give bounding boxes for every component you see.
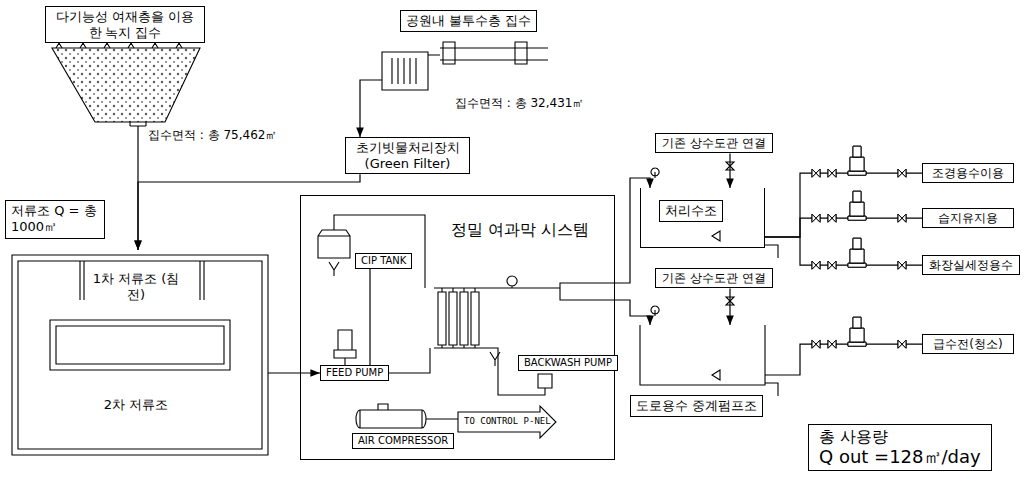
pump-symbol <box>848 317 866 346</box>
flow-line <box>360 80 370 137</box>
use-box: 조경용수이용 <box>922 163 1014 183</box>
tank-compartment: 1차 저류조 (침전) <box>92 271 180 304</box>
filter-box: 초기빗물처리장치 (Green Filter) <box>345 137 470 174</box>
node-label: 총 사용량 <box>819 427 981 446</box>
pump-symbol <box>848 191 866 220</box>
use-box: 화장실세정용수 <box>922 255 1020 275</box>
pump-symbol <box>848 238 866 267</box>
node-heading: 다기능성 여재층을 이용한 녹지 집수 <box>45 6 205 43</box>
pump-symbol <box>848 317 866 346</box>
pump-symbol <box>848 191 866 220</box>
channel <box>428 42 548 64</box>
membrane-header <box>434 288 482 348</box>
valve-symbol <box>812 214 906 222</box>
valve-symbol <box>812 340 906 348</box>
tank-wall <box>12 255 268 455</box>
membrane-system: 정밀 여과막 시스템 CIP TANK FEED PUMP BACKWASH PUMP… <box>300 195 615 460</box>
node-heading: 저류조 Q = 총 1000㎥ <box>5 200 105 239</box>
drain-pipe <box>130 122 146 126</box>
grass <box>56 43 182 48</box>
node-label: 화장실세정용수 <box>929 258 1013 272</box>
treated-water-tank: 처리수조 <box>640 188 765 248</box>
pump-symbol <box>848 146 866 175</box>
equipment-label: BACKWASH PUMP <box>518 355 618 371</box>
supply-box: 기존 상수도관 연결 <box>655 268 773 288</box>
flow-line <box>729 153 730 188</box>
flow-line <box>138 174 360 250</box>
air-compressor <box>356 404 458 428</box>
drain-symbol <box>329 262 339 276</box>
node-label: AIR COMPRESSOR <box>358 435 448 447</box>
node-label: 급수전(청소) <box>929 337 1007 351</box>
float-valve <box>651 168 659 316</box>
flow-line <box>369 269 370 365</box>
tank-partition <box>50 320 230 370</box>
gravel-bed <box>52 48 200 122</box>
area-label: 집수면적 : 총 75,462㎡ <box>148 128 277 142</box>
node-label: Q out =128㎥/day <box>819 446 981 468</box>
node-label: CIP TANK <box>361 255 406 267</box>
equipment-label: AIR COMPRESSOR <box>352 433 454 449</box>
use-box: 급수전(청소) <box>922 334 1014 354</box>
pump-symbol <box>848 146 866 175</box>
supply-box: 기존 상수도관 연결 <box>655 133 773 153</box>
pump-symbol <box>848 238 866 267</box>
valve-symbol <box>812 169 906 177</box>
flow-line <box>615 300 650 325</box>
node-heading: 도로용수 중계펌프조 <box>630 395 763 417</box>
node-label: 1차 저류조 (침전) <box>92 271 180 304</box>
relay-pump-tank: 도로용수 중계펌프조 <box>640 325 765 421</box>
inlet-symbol <box>712 231 720 380</box>
flow-line <box>729 288 730 325</box>
catchment-basin: 다기능성 여재층을 이용한 녹지 집수 <box>45 6 205 126</box>
node-label: 기존 상수도관 연결 <box>662 136 766 150</box>
feed-pump-symbol <box>334 330 356 365</box>
gauge <box>507 276 517 288</box>
equipment-label: CIP TANK <box>355 253 412 269</box>
drain-symbol <box>490 352 500 366</box>
valve-symbol <box>812 261 906 269</box>
cip-tank <box>318 230 350 258</box>
node-heading: 정밀 여과막 시스템 <box>451 220 589 241</box>
flow-line <box>765 173 922 237</box>
backwash-pump-symbol <box>538 374 552 388</box>
membrane-module <box>438 292 479 345</box>
node-label: 기존 상수도관 연결 <box>662 271 766 285</box>
node-label: 초기빗물처리장치 (Green Filter) <box>352 140 463 171</box>
control-arrow <box>458 406 556 438</box>
area-label: 집수면적 : 총 32,431㎡ <box>455 96 584 110</box>
node-label: 2차 저류조 <box>92 397 180 413</box>
equipment-label: FEED PUMP <box>320 365 389 381</box>
node-label: BACKWASH PUMP <box>524 357 612 369</box>
flow-line <box>615 178 650 283</box>
storage-tank: 저류조 Q = 총 1000㎥1차 저류조 (침전)2차 저류조 <box>10 250 268 455</box>
catchment-channel: 공원내 불투수층 집수 <box>370 10 560 92</box>
relay-tank-wall <box>640 325 765 385</box>
cip-line <box>334 215 425 288</box>
total-usage-box: 총 사용량Q out =128㎥/day <box>808 424 992 471</box>
flow-line <box>268 372 320 373</box>
signal-label: TO CONTROL P-NEL <box>464 416 551 427</box>
node-label: 습지유지용 <box>929 211 1007 225</box>
filter-unit <box>370 52 428 90</box>
node-label: 조경용수이용 <box>929 166 1007 180</box>
node-heading: 처리수조 <box>659 200 723 222</box>
node-label: FEED PUMP <box>326 367 383 379</box>
use-box: 습지유지용 <box>922 208 1014 228</box>
flow-line <box>765 344 922 375</box>
tank-compartment: 2차 저류조 <box>92 397 180 413</box>
permeate-line <box>482 283 615 300</box>
feed-line <box>386 348 430 373</box>
node-heading: 공원내 불투수층 집수 <box>400 10 537 32</box>
